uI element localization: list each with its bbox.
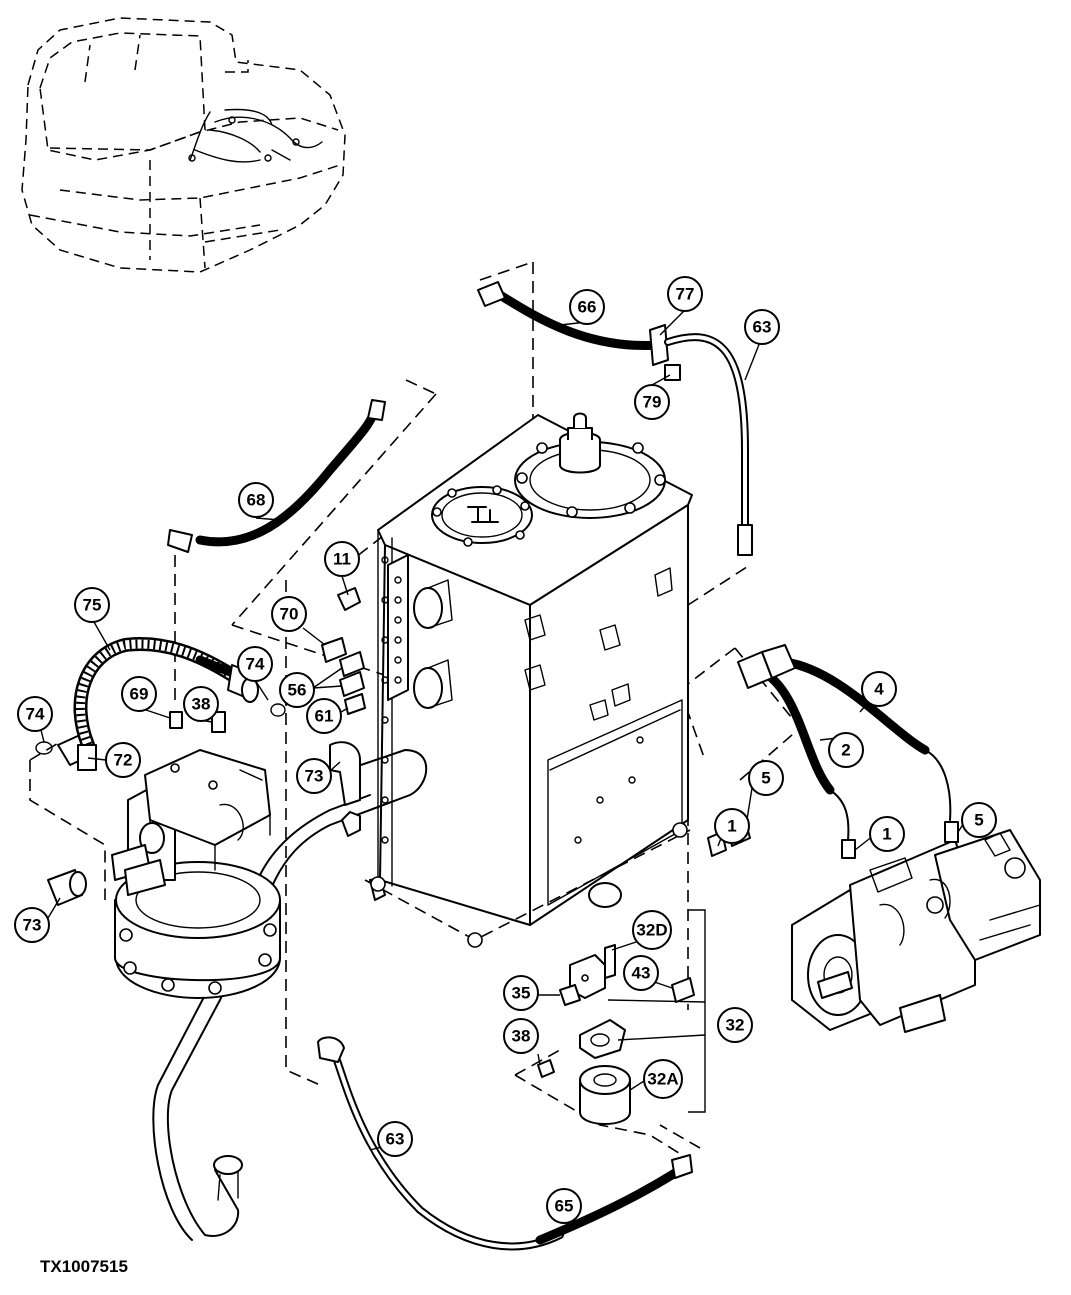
- callout-38-lower: 38: [503, 1018, 539, 1054]
- figure-id: TX1007515: [40, 1257, 128, 1276]
- callout-74-right: 74: [237, 646, 273, 682]
- svg-text:38: 38: [192, 695, 211, 714]
- svg-text:74: 74: [26, 705, 45, 724]
- svg-text:79: 79: [643, 393, 662, 412]
- svg-text:32D: 32D: [636, 921, 667, 940]
- svg-text:38: 38: [512, 1027, 531, 1046]
- callout-79: 79: [634, 384, 670, 420]
- callout-69: 69: [121, 676, 157, 712]
- callout-56: 56: [279, 672, 315, 708]
- svg-text:56: 56: [288, 681, 307, 700]
- svg-text:70: 70: [280, 605, 299, 624]
- main-pump: [791, 829, 1041, 1033]
- svg-text:61: 61: [315, 707, 334, 726]
- svg-text:65: 65: [555, 1197, 574, 1216]
- machine-location-inset: [21, 17, 346, 273]
- callout-72: 72: [105, 742, 141, 778]
- callout-43: 43: [623, 955, 659, 991]
- svg-text:74: 74: [246, 655, 265, 674]
- callout-1-right: 1: [869, 816, 905, 852]
- hydraulic-tank: [364, 412, 693, 948]
- svg-text:63: 63: [753, 318, 772, 337]
- svg-text:75: 75: [83, 596, 102, 615]
- callout-32d: 32D: [632, 910, 672, 950]
- callout-63-lower: 63: [377, 1121, 413, 1157]
- svg-text:73: 73: [305, 767, 324, 786]
- callout-75: 75: [74, 587, 110, 623]
- filter-assembly: [569, 909, 706, 1125]
- callout-2: 2: [828, 732, 864, 768]
- callout-73-lower: 73: [14, 907, 50, 943]
- hoses: [73, 281, 952, 1251]
- callout-77: 77: [667, 276, 703, 312]
- svg-text:68: 68: [247, 491, 266, 510]
- callout-5-right: 5: [961, 802, 997, 838]
- callout-61: 61: [306, 698, 342, 734]
- fittings: [35, 364, 959, 1078]
- svg-text:1: 1: [882, 825, 891, 844]
- callout-35: 35: [503, 975, 539, 1011]
- svg-text:69: 69: [130, 685, 149, 704]
- callout-63-upper: 63: [744, 309, 780, 345]
- svg-text:2: 2: [841, 741, 850, 760]
- callout-65: 65: [546, 1188, 582, 1224]
- svg-text:11: 11: [333, 550, 351, 569]
- callout-11: 11: [324, 541, 360, 577]
- svg-text:5: 5: [974, 811, 983, 830]
- svg-text:35: 35: [512, 984, 531, 1003]
- callout-66: 66: [569, 289, 605, 325]
- callouts: 66 77 63 79 68 11 70 75 74 56 61 74 69 3…: [14, 276, 997, 1224]
- callout-4: 4: [861, 671, 897, 707]
- suction-tube: [152, 749, 428, 1241]
- callout-32: 32: [717, 1007, 753, 1043]
- svg-text:66: 66: [578, 298, 597, 317]
- swing-motor: [111, 749, 281, 999]
- callout-1-left: 1: [714, 808, 750, 844]
- svg-text:32: 32: [726, 1016, 745, 1035]
- callout-74-left: 74: [17, 696, 53, 732]
- svg-text:73: 73: [23, 916, 42, 935]
- svg-text:43: 43: [632, 964, 651, 983]
- svg-text:63: 63: [386, 1130, 405, 1149]
- svg-text:32A: 32A: [647, 1070, 678, 1089]
- svg-text:77: 77: [676, 285, 695, 304]
- callout-70: 70: [271, 596, 307, 632]
- callout-32a: 32A: [643, 1059, 683, 1099]
- svg-text:4: 4: [874, 680, 884, 699]
- callout-73-upper: 73: [296, 758, 332, 794]
- svg-text:5: 5: [761, 769, 770, 788]
- callout-5-left: 5: [748, 760, 784, 796]
- callout-38-left: 38: [183, 686, 219, 722]
- callout-68: 68: [238, 482, 274, 518]
- svg-text:1: 1: [727, 817, 736, 836]
- svg-text:72: 72: [114, 751, 133, 770]
